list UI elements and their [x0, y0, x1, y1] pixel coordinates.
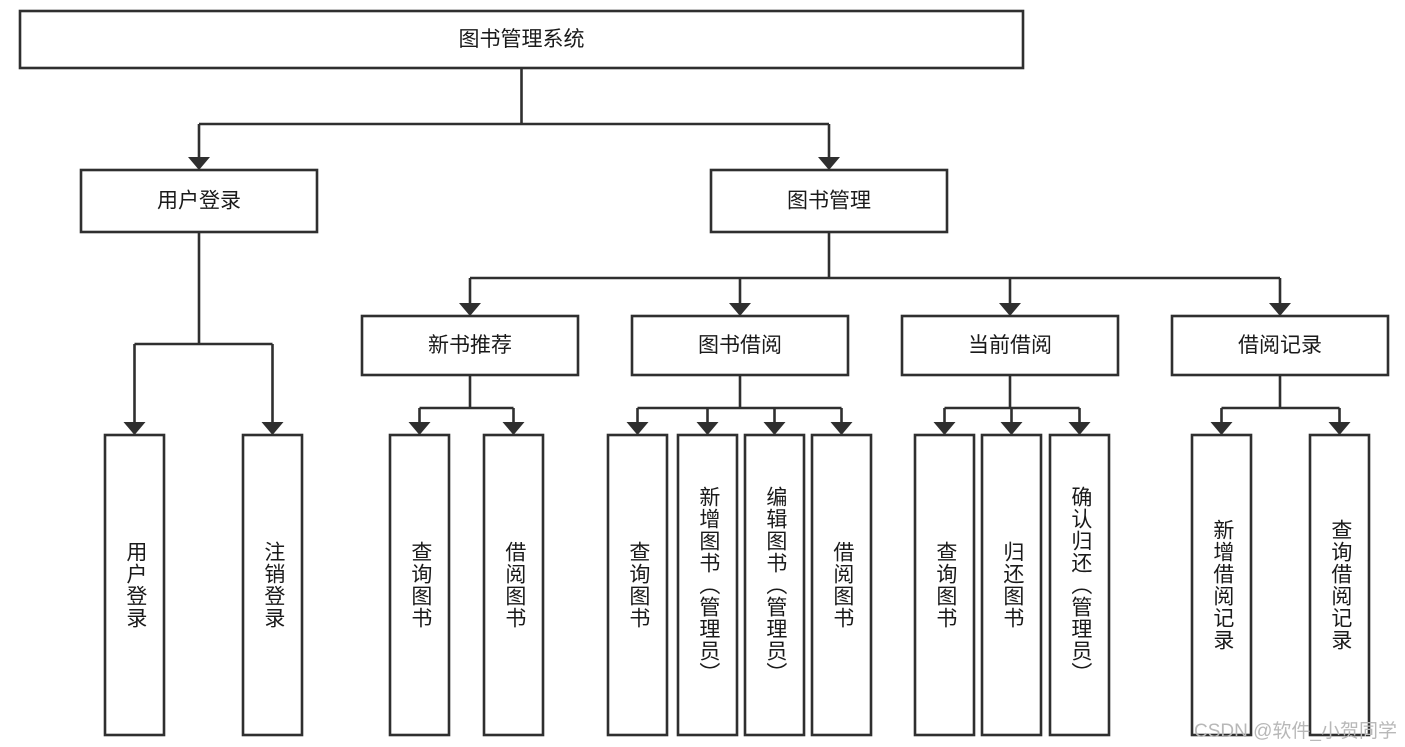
arrow-head-leaf-user-logout — [261, 422, 284, 435]
arrow-head-book-borrow — [729, 303, 751, 316]
node-label-leaf-add-borrow-record: 新增借阅记录 — [1210, 519, 1234, 651]
arrow-head-leaf-query-book-rec — [408, 422, 431, 435]
arrow-head-leaf-return-book — [1000, 422, 1023, 435]
node-label-book-management: 图书管理 — [787, 190, 871, 213]
arrow-head-current-borrow — [999, 303, 1021, 316]
csdn-watermark: CSDN @软件_小贺同学 — [1194, 721, 1397, 742]
node-label-leaf-user-logout: 注销登录 — [261, 541, 285, 629]
node-box-new-book-recommend[interactable] — [360, 314, 580, 377]
node-label-leaf-edit-book-admin: 编辑图书（管理员） — [763, 486, 787, 684]
arrow-head-leaf-query-book-borrow — [626, 422, 649, 435]
arrow-head-new-book-recommend — [459, 303, 481, 316]
node-label-leaf-confirm-return-admin: 确认归还（管理员） — [1068, 486, 1092, 684]
node-label-borrow-record: 借阅记录 — [1238, 334, 1322, 357]
node-label-leaf-query-book-borrow: 查询图书 — [626, 541, 650, 629]
node-label-leaf-query-book-rec: 查询图书 — [408, 541, 432, 629]
node-box-book-management[interactable] — [709, 168, 949, 234]
node-label-new-book-recommend: 新书推荐 — [428, 334, 512, 357]
arrow-head-borrow-record — [1269, 303, 1291, 316]
node-box-leaf-add-borrow-record[interactable] — [1190, 433, 1253, 737]
node-label-leaf-add-book-admin: 新增图书（管理员） — [696, 486, 720, 684]
node-box-root[interactable] — [18, 9, 1025, 70]
node-box-user-login[interactable] — [79, 168, 319, 234]
node-label-leaf-query-borrow-record: 查询借阅记录 — [1328, 519, 1352, 651]
boxes-layer — [18, 9, 1390, 737]
arrow-head-leaf-query-borrow-record — [1328, 422, 1351, 435]
node-box-leaf-edit-book-admin[interactable] — [743, 433, 806, 737]
node-box-borrow-record[interactable] — [1170, 314, 1390, 377]
node-box-leaf-return-book[interactable] — [980, 433, 1043, 737]
node-box-leaf-add-book-admin[interactable] — [676, 433, 739, 737]
node-box-leaf-query-book-borrow[interactable] — [606, 433, 669, 737]
edges-layer — [123, 68, 1351, 435]
node-box-leaf-query-book-rec[interactable] — [388, 433, 451, 737]
node-label-leaf-return-book: 归还图书 — [1000, 541, 1024, 629]
node-label-book-borrow: 图书借阅 — [698, 334, 782, 357]
node-box-leaf-borrow-book-rec[interactable] — [482, 433, 545, 737]
arrow-head-leaf-borrow-book — [830, 422, 853, 435]
node-label-leaf-query-book-current: 查询图书 — [933, 541, 957, 629]
node-label-leaf-borrow-book: 借阅图书 — [830, 541, 854, 629]
node-label-leaf-user-login: 用户登录 — [123, 541, 147, 629]
arrow-head-leaf-edit-book-admin — [763, 422, 786, 435]
node-label-root: 图书管理系统 — [459, 28, 585, 51]
arrow-head-leaf-confirm-return-admin — [1068, 422, 1091, 435]
arrow-head-leaf-query-book-current — [933, 422, 956, 435]
node-box-leaf-query-book-current[interactable] — [913, 433, 976, 737]
node-box-leaf-query-borrow-record[interactable] — [1308, 433, 1371, 737]
node-box-leaf-borrow-book[interactable] — [810, 433, 873, 737]
arrow-head-leaf-borrow-book-rec — [502, 422, 525, 435]
arrow-head-leaf-add-book-admin — [696, 422, 719, 435]
node-box-book-borrow[interactable] — [630, 314, 850, 377]
arrow-head-book-management — [818, 157, 840, 170]
arrow-head-user-login — [188, 157, 210, 170]
arrow-head-leaf-user-login — [123, 422, 146, 435]
node-box-current-borrow[interactable] — [900, 314, 1120, 377]
node-label-current-borrow: 当前借阅 — [968, 334, 1052, 357]
node-box-leaf-user-login[interactable] — [103, 433, 166, 737]
node-box-leaf-confirm-return-admin[interactable] — [1048, 433, 1111, 737]
node-label-leaf-borrow-book-rec: 借阅图书 — [502, 541, 526, 629]
node-label-user-login: 用户登录 — [157, 190, 241, 213]
arrow-head-leaf-add-borrow-record — [1210, 422, 1233, 435]
node-box-leaf-user-logout[interactable] — [241, 433, 304, 737]
